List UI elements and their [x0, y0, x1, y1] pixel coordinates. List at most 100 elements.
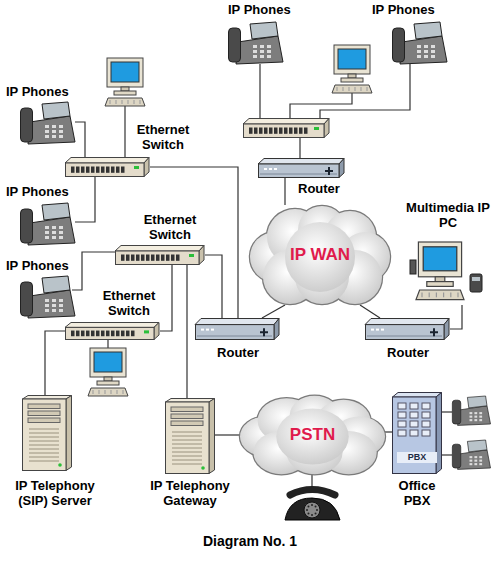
router-stripe [367, 336, 442, 337]
vent-line [29, 453, 59, 454]
drawing-part [290, 490, 335, 496]
vent-line [29, 449, 59, 450]
drawing-part [306, 509, 308, 511]
speaker [410, 260, 416, 274]
vent-line [172, 432, 202, 433]
router-mark [325, 167, 333, 175]
switch-port [96, 167, 100, 173]
cable [259, 64, 260, 118]
drawing-part [90, 348, 126, 377]
drawing-part [474, 463, 477, 465]
switch-port [131, 331, 135, 337]
switch-port [166, 255, 170, 261]
switch-port [86, 167, 90, 173]
switch-top [65, 323, 159, 328]
drawing-part [140, 100, 141, 104]
vent-line [29, 441, 59, 442]
cloud-shape [250, 206, 390, 304]
group-label: IP Phones [6, 184, 69, 199]
drawing-part [417, 55, 421, 58]
router-light [206, 329, 209, 331]
drawing-part [28, 217, 75, 245]
device-label: IP Telephony Gateway [142, 478, 238, 508]
drawing-part [111, 62, 139, 82]
device-label: Ethernet Switch [128, 122, 198, 152]
network-link [450, 305, 462, 329]
drawing-part [45, 135, 49, 138]
cable [290, 93, 352, 118]
switch-side [324, 119, 329, 138]
drawing-part [393, 28, 405, 62]
cable [442, 454, 452, 455]
switch-body [116, 251, 200, 265]
ip-phone [21, 276, 76, 318]
device-label: Router [382, 345, 434, 360]
tower-shape [165, 398, 215, 474]
drawing-part [349, 87, 350, 91]
router-top [258, 159, 344, 165]
switch-top [243, 119, 329, 125]
device-label: IP Telephony (SIP) Server [5, 478, 105, 508]
vent-line [172, 444, 202, 445]
drawing-part [123, 390, 124, 394]
cable [299, 138, 300, 158]
drawing-part [423, 247, 457, 271]
switch-port [91, 167, 95, 173]
switch-port [81, 167, 85, 173]
drawing-part [424, 55, 428, 58]
drawing-part [474, 419, 477, 421]
drawing-part [52, 236, 56, 239]
vent-line [29, 437, 59, 438]
drawing-part [304, 502, 320, 518]
status-led [189, 254, 194, 257]
drawing-part [128, 100, 129, 104]
switch-port [91, 331, 95, 337]
drawing-part [367, 87, 368, 91]
router-node: Router [365, 318, 450, 340]
switch-body [66, 163, 145, 177]
drive-bay [171, 421, 203, 426]
drawing-part [59, 304, 63, 307]
drawing-part [431, 45, 435, 48]
router-node: Router [195, 318, 280, 340]
switch-port [126, 331, 130, 337]
router-light [264, 168, 267, 170]
drawing-part [467, 396, 487, 408]
drawing-part [28, 116, 75, 144]
drawing-part [474, 460, 477, 462]
switch-port [126, 255, 130, 261]
switch-shape [115, 245, 205, 265]
switch-port [299, 128, 303, 134]
drive-bay [28, 418, 60, 423]
drawing-part [421, 292, 422, 297]
router-mark [260, 328, 268, 336]
switch-port [156, 255, 160, 261]
drawing-part [52, 135, 56, 138]
ip-phone [393, 22, 448, 64]
power-led [201, 466, 205, 470]
pbx-card [422, 412, 430, 418]
drawing-part [435, 277, 445, 282]
drawing-part [59, 231, 63, 234]
drawing-part [332, 85, 372, 93]
drawing-part [355, 87, 356, 91]
phone-display [472, 277, 480, 281]
drawing-part [21, 282, 33, 316]
switch-node: Ethernet Switch [115, 245, 205, 265]
network-link [45, 331, 65, 395]
drawing-part [470, 416, 473, 418]
switch-port [121, 255, 125, 261]
drawing-part [414, 22, 442, 39]
pbx-card [410, 421, 418, 427]
network-link [186, 265, 187, 398]
switch-port [131, 255, 135, 261]
cloud-shape [240, 396, 385, 474]
network-name: PSTN [240, 425, 385, 445]
drawing-part [59, 135, 63, 138]
cloud-node: IP WAN [250, 205, 390, 305]
drawing-part [236, 36, 283, 64]
drawing-part [97, 381, 119, 385]
drawing-part [479, 412, 482, 414]
